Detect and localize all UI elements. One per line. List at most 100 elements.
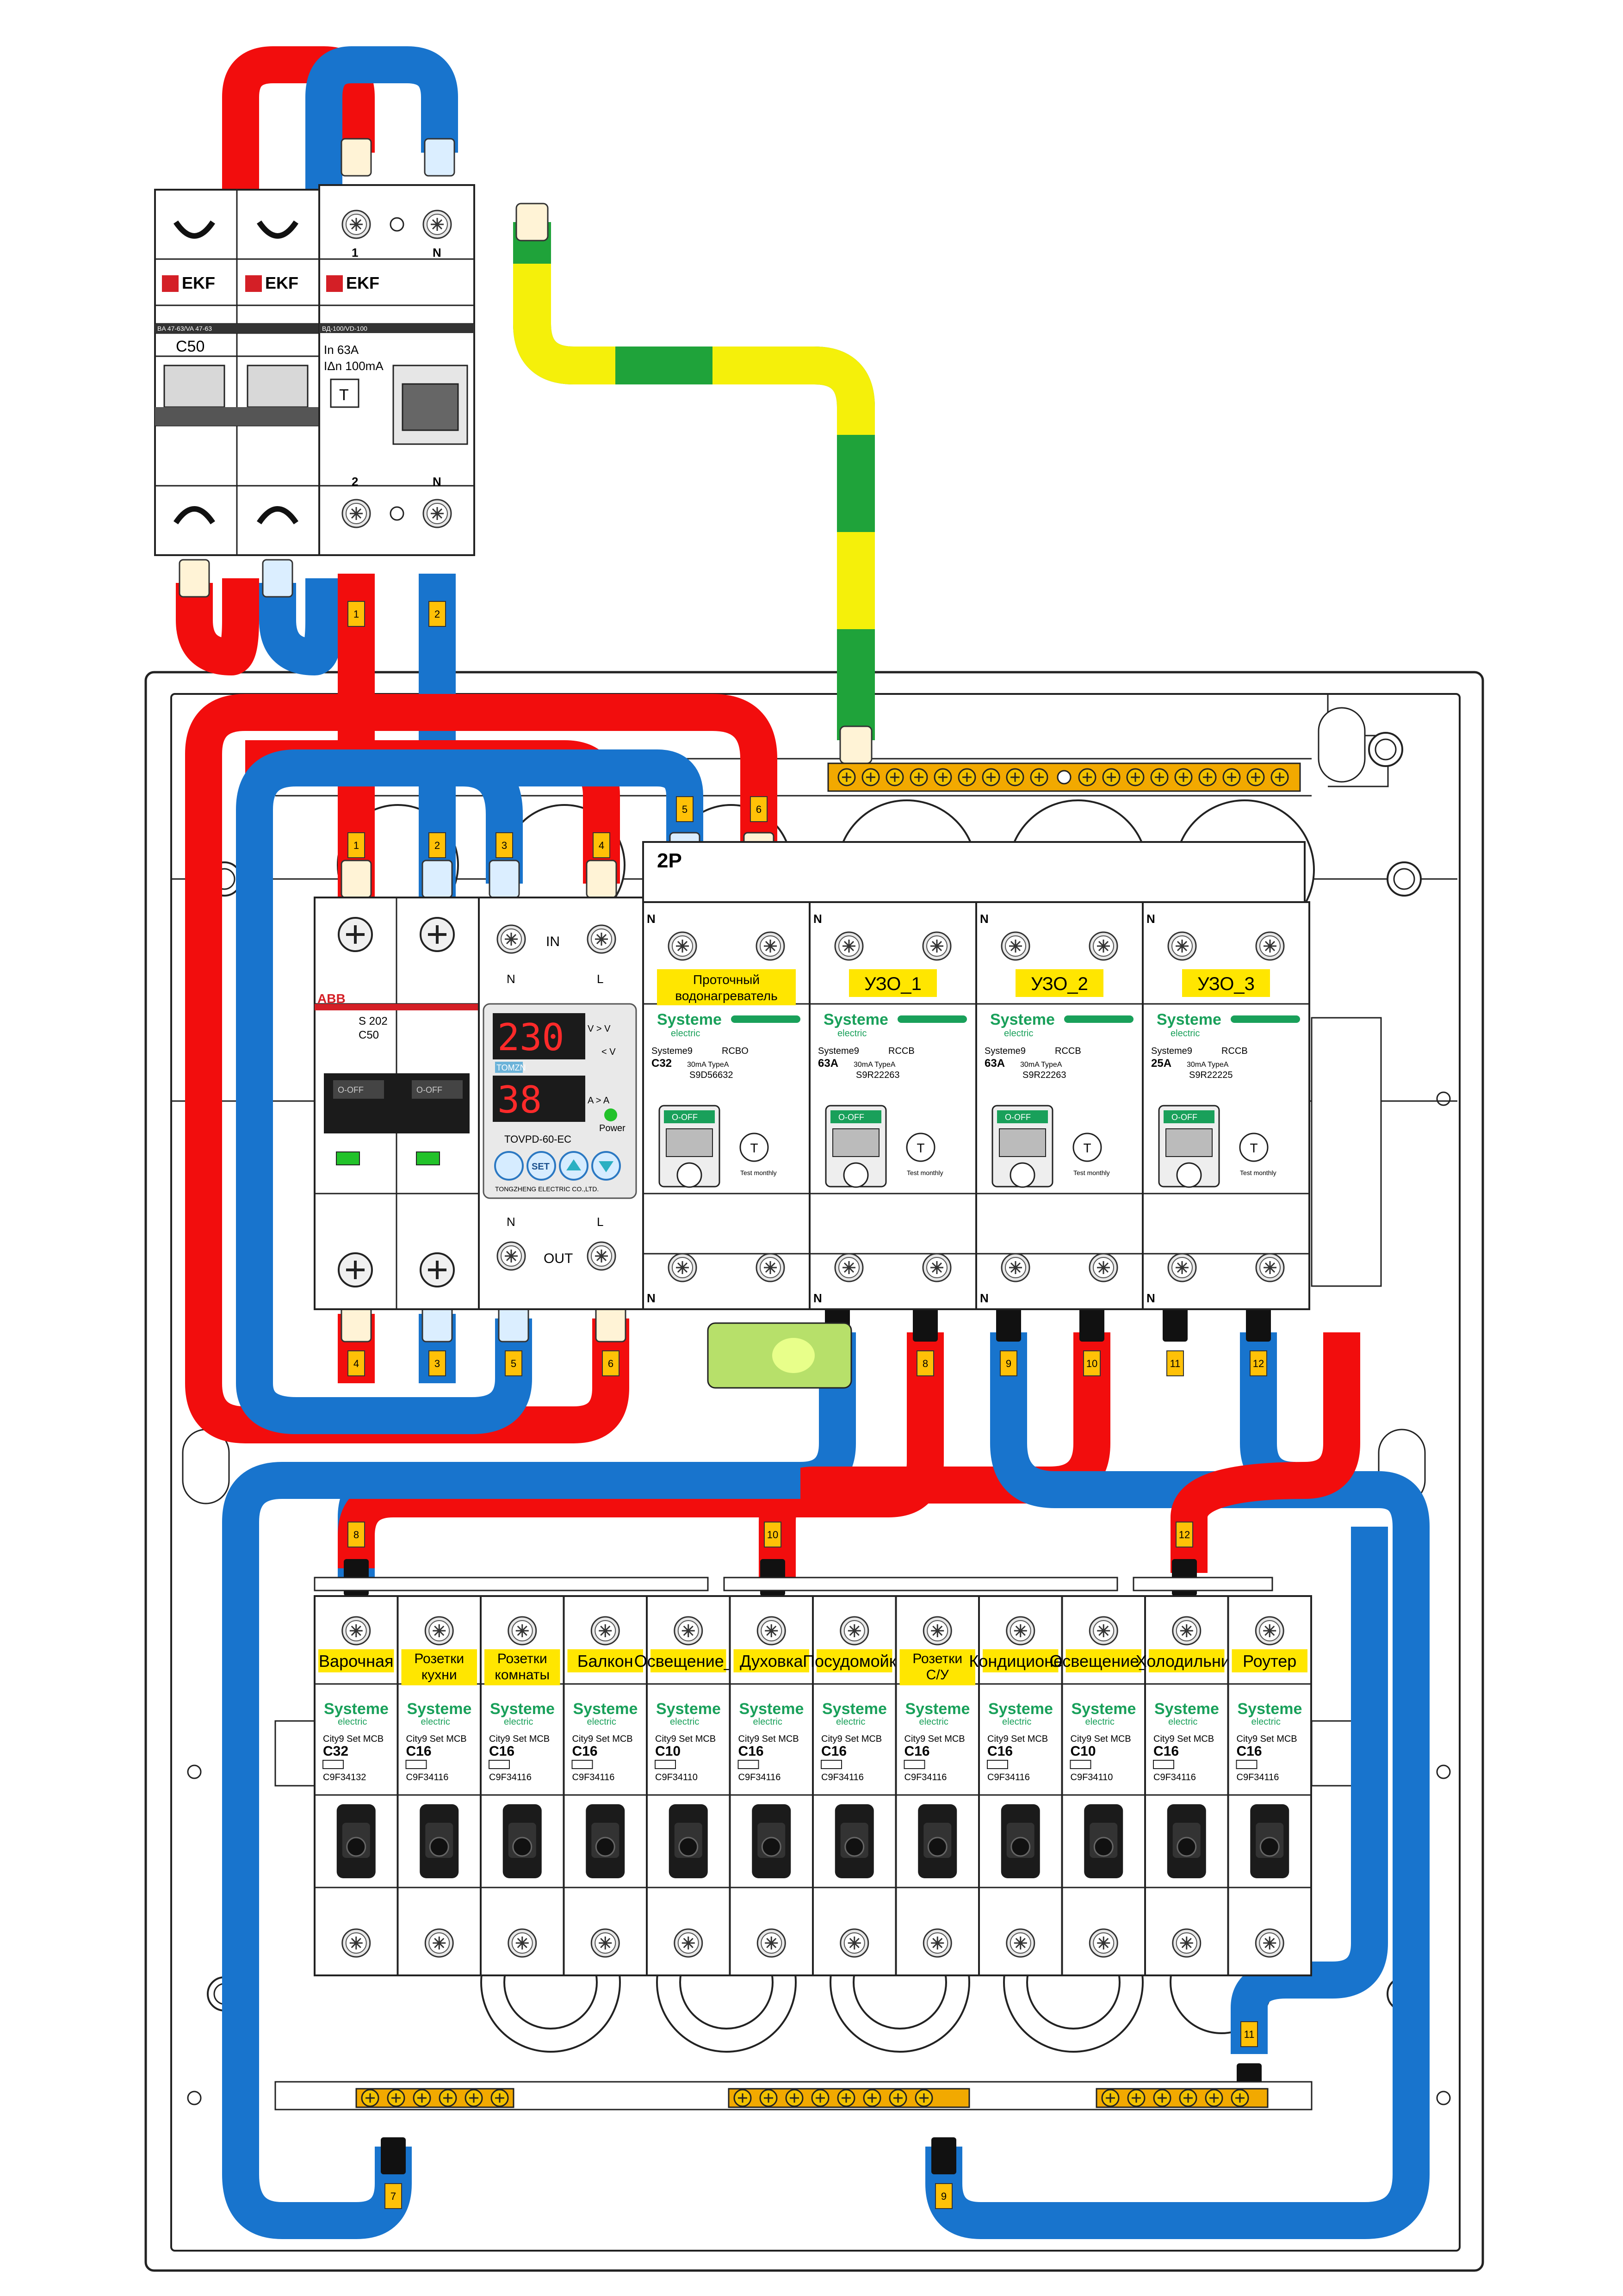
test-button[interactable] — [739, 1133, 769, 1162]
ekf-logo-icon — [162, 275, 179, 292]
relay-power-label: Power — [599, 1123, 626, 1133]
rcd-rating: C32 — [651, 1057, 672, 1070]
systeme-sub: electric — [837, 1028, 867, 1039]
systeme-sub: electric — [421, 1717, 450, 1727]
ekf-logo-icon — [326, 275, 343, 292]
abb-breaker[interactable]: ABB S 202 C50 O-OFF O-OFF — [314, 897, 480, 1310]
systeme-sub: electric — [1002, 1717, 1031, 1727]
mcb-circuit-label: Роутер — [1243, 1652, 1296, 1671]
test-monthly-label: Test monthly — [907, 1169, 943, 1176]
rcd-term-n: N — [433, 246, 441, 260]
wire-tag: 2 — [434, 608, 440, 620]
rcd-type: RCBO — [722, 1046, 749, 1056]
mcb-module[interactable]: РозеткикомнатыРозетки комнатыSystemeelec… — [480, 1595, 565, 1976]
abb-rating: C50 — [359, 1029, 379, 1041]
test-button[interactable] — [906, 1133, 935, 1162]
rcd-series: Systeme9 — [1151, 1046, 1192, 1056]
mcb-code: C9F34116 — [406, 1772, 449, 1782]
mcb-toggle-icon[interactable] — [419, 1803, 459, 1879]
mcb-code: C9F34116 — [904, 1772, 947, 1782]
mcb-toggle-icon[interactable] — [1249, 1803, 1290, 1879]
mcb-rating: C16 — [987, 1744, 1013, 1759]
power-button[interactable] — [494, 1151, 524, 1181]
rcd-spec: 30mA TypeA — [854, 1061, 896, 1069]
mcb-toggle-icon[interactable] — [1166, 1803, 1207, 1879]
mcb-series: City9 Set MCB — [406, 1734, 467, 1744]
systeme-logo-icon: Systeme — [990, 1011, 1055, 1028]
mcb-code: C9F34116 — [489, 1772, 532, 1782]
systeme-sub: electric — [1085, 1717, 1115, 1727]
wire-tag: 7 — [390, 2191, 396, 2202]
mcb-circuit-label: Освещение_2 — [1049, 1652, 1158, 1671]
wire-tag: 9 — [941, 2191, 947, 2202]
mcb-series: City9 Set MCB — [323, 1734, 384, 1744]
ekf-mcb[interactable]: EKF EKF BA 47-63/VA 47-63 C50 — [154, 189, 320, 556]
relay-model: TOVPD-60-EC — [504, 1133, 571, 1145]
rcd-type: RCCB — [1221, 1046, 1248, 1056]
mcb-rating: C10 — [655, 1744, 681, 1759]
set-button[interactable] — [527, 1151, 556, 1181]
rcd-module[interactable]: NПроточныйводонагревательПроточный водон… — [642, 901, 811, 1310]
systeme-logo-icon: Systeme — [1157, 1011, 1221, 1028]
abb-off-label: O-OFF — [416, 1085, 442, 1095]
test-button[interactable] — [1072, 1133, 1102, 1162]
mcb-rating: C16 — [1237, 1744, 1262, 1759]
ekf-rcd[interactable]: 1 N EKF ВД-100/VD-100 In 63A IΔn 100mA T… — [318, 184, 475, 556]
rcd-series: Systeme9 — [985, 1046, 1026, 1056]
mcb-toggle-icon[interactable] — [585, 1803, 626, 1879]
mcb-toggle-icon[interactable] — [751, 1803, 792, 1879]
mcb-toggle-icon[interactable] — [917, 1803, 958, 1879]
mcb-toggle-icon[interactable] — [834, 1803, 875, 1879]
mcb-rating: C16 — [1153, 1744, 1179, 1759]
systeme-sub: electric — [670, 1717, 699, 1727]
abb-logo-icon: ABB — [317, 991, 346, 1006]
abb-off-label: O-OFF — [338, 1085, 364, 1095]
mcb-toggle-icon[interactable] — [1083, 1803, 1124, 1879]
mcb-toggle-icon[interactable] — [336, 1803, 377, 1879]
mcb-toggle-icon[interactable] — [502, 1803, 543, 1879]
wire-tag: 5 — [682, 804, 688, 815]
relay-v-up: V > V — [588, 1024, 611, 1034]
main-wiring — [185, 574, 1430, 2239]
systeme-logo-icon: Systeme — [739, 1700, 804, 1718]
mcb-module[interactable]: РозеткикухниРозетки кухниSystemeelectric… — [396, 1595, 482, 1976]
ekf-mcb-rating: C50 — [176, 338, 204, 355]
relay-out-label: OUT — [544, 1251, 573, 1266]
mcb-toggle-icon[interactable] — [1000, 1803, 1041, 1879]
systeme-sub: electric — [1251, 1717, 1281, 1727]
ekf-brand: EKF — [182, 273, 215, 292]
mcb-rating: C16 — [738, 1744, 764, 1759]
systeme-sub: electric — [1004, 1028, 1033, 1039]
rcd-test-button[interactable]: T — [339, 386, 349, 404]
wire-tag: 1 — [353, 840, 359, 851]
rcd-code: S9D56632 — [689, 1070, 733, 1080]
test-button[interactable] — [1239, 1133, 1269, 1162]
rcd-circuit-label: водонагреватель — [675, 989, 777, 1003]
abb-model: S 202 — [359, 1015, 388, 1027]
wire-tag: 10 — [767, 1529, 778, 1541]
rcd-rating: 63A — [985, 1057, 1005, 1070]
relay-in-label: IN — [546, 934, 560, 949]
mcb-toggle-icon[interactable] — [668, 1803, 709, 1879]
mcb-rating: C16 — [406, 1744, 432, 1759]
ekf-rcd-model: ВД-100/VD-100 — [322, 325, 367, 332]
voltage-relay[interactable]: IN N L 230 V > V < V TOMZN 38 A > A Powe… — [478, 897, 644, 1310]
ekf-rcd-idn: IΔn 100mA — [324, 359, 384, 373]
rcd-circuit-label: УЗО_1 — [864, 974, 922, 994]
mcb-circuit-label: Варочная — [319, 1652, 393, 1671]
mcb-circuit-label: Духовка — [740, 1652, 803, 1671]
